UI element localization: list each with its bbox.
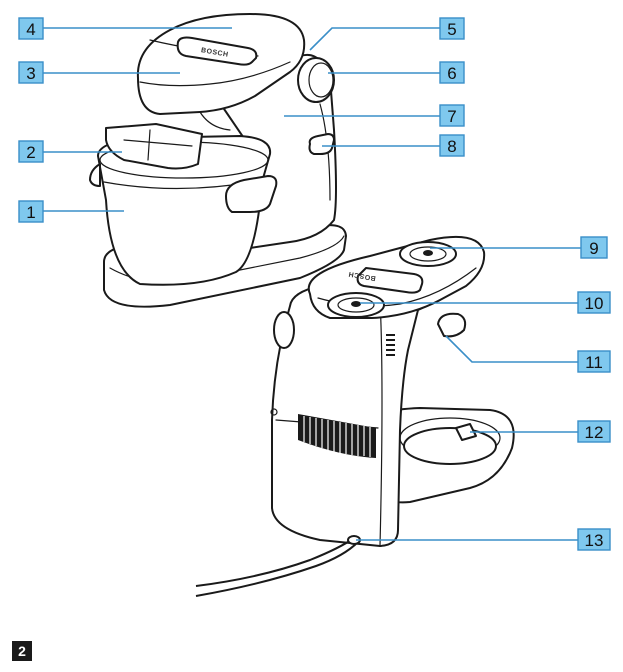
- callout-label-11: 11: [585, 353, 603, 372]
- mixer-body: [221, 54, 337, 249]
- assembled-mixer: BOSCH: [89, 13, 347, 308]
- callout-label-1: 1: [26, 203, 35, 222]
- callout-7: 7: [284, 104, 465, 127]
- release-lever: [308, 133, 335, 155]
- vent-grill: [298, 414, 376, 458]
- callout-label-8: 8: [447, 137, 456, 156]
- callout-11: 11: [445, 335, 611, 373]
- callout-label-6: 6: [447, 64, 456, 83]
- callout-10: 10: [360, 291, 611, 314]
- bowl-lock: [455, 423, 477, 441]
- callout-6: 6: [328, 61, 465, 84]
- callout-2: 2: [18, 140, 122, 163]
- callout-1: 1: [18, 200, 124, 223]
- brand-plate-bottom: [356, 267, 424, 294]
- callout-4: 4: [18, 17, 232, 40]
- callout-3: 3: [18, 61, 180, 84]
- brand-label-top: BOSCH: [200, 47, 229, 59]
- callout-label-5: 5: [447, 20, 456, 39]
- vent-slits: [386, 334, 395, 356]
- callout-label-7: 7: [447, 107, 456, 126]
- callout-label-13: 13: [585, 531, 604, 550]
- callout-label-2: 2: [26, 143, 35, 162]
- mixer-body-no-bowl: BOSCH: [195, 235, 515, 597]
- callout-label-3: 3: [26, 64, 35, 83]
- callout-label-9: 9: [589, 239, 598, 258]
- brand-label-bottom: BOSCH: [348, 270, 377, 282]
- callout-5: 5: [309, 17, 465, 51]
- splash-guard: [105, 123, 203, 170]
- callout-13: 13: [356, 528, 611, 551]
- callout-12: 12: [470, 420, 611, 443]
- callout-label-4: 4: [26, 20, 35, 39]
- bowl-handle: [225, 175, 278, 213]
- rotary-switch: [297, 57, 335, 103]
- side-knob: [273, 311, 295, 349]
- callout-label-12: 12: [585, 423, 604, 442]
- callout-9: 9: [430, 236, 608, 259]
- callout-8: 8: [322, 134, 465, 157]
- callout-label-10: 10: [585, 294, 604, 313]
- power-cord: [195, 537, 355, 587]
- figure-number-badge: 2: [12, 641, 32, 661]
- brand-plate-top: [176, 36, 258, 66]
